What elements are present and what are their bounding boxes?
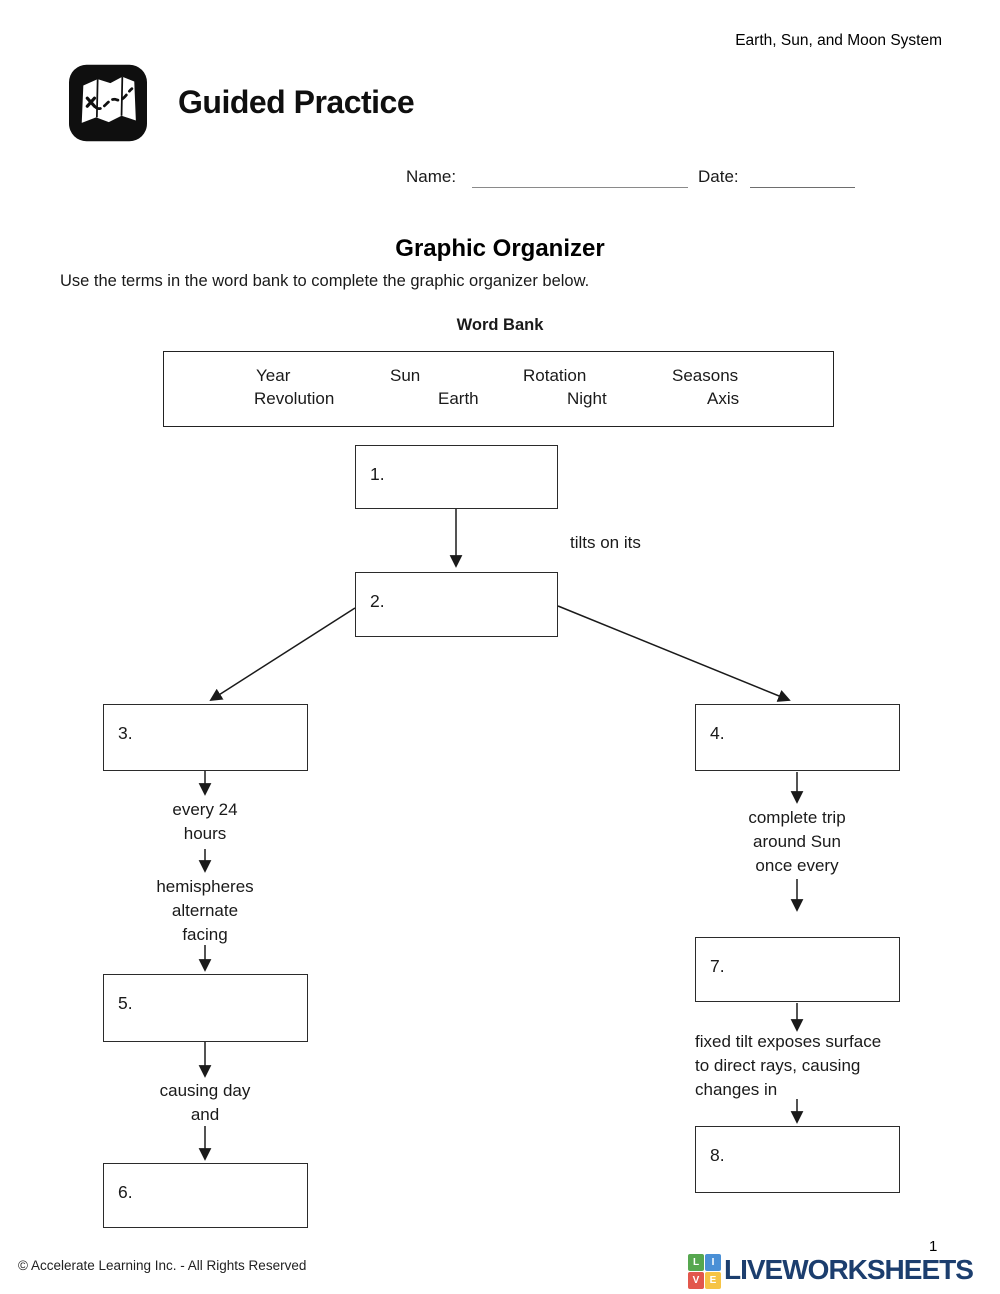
label-every-24-hours: every 24 hours xyxy=(172,800,238,843)
guided-practice-map-icon xyxy=(68,64,148,142)
box-number: 2. xyxy=(370,591,385,611)
practice-title: Guided Practice xyxy=(178,84,415,120)
box-number: 1. xyxy=(370,464,385,484)
answer-box-8[interactable]: 8. xyxy=(695,1126,900,1193)
liveworksheets-logo[interactable]: L I V E LIVEWORKSHEETS xyxy=(688,1251,974,1289)
box-number: 8. xyxy=(710,1145,725,1165)
label-hemispheres-alternate-facing: hemispheres alternate facing xyxy=(156,877,254,944)
instructions-text: Use the terms in the word bank to comple… xyxy=(60,272,590,290)
box-number: 6. xyxy=(118,1182,133,1202)
answer-box-4[interactable]: 4. xyxy=(695,704,900,771)
word-bank-box: Year Sun Rotation Seasons Revolution Ear… xyxy=(163,351,834,427)
liveworksheets-squares-icon: L I V E xyxy=(688,1254,721,1289)
word-bank-term-sun: Sun xyxy=(390,366,421,385)
box-number: 3. xyxy=(118,723,133,743)
word-bank-term-rotation: Rotation xyxy=(523,366,587,385)
word-bank-term-seasons: Seasons xyxy=(672,366,739,385)
word-bank-term-earth: Earth xyxy=(438,389,479,408)
unit-title: Earth, Sun, and Moon System xyxy=(735,32,942,49)
answer-box-3[interactable]: 3. xyxy=(103,704,308,771)
liveworksheets-wordmark: LIVEWORKSHEETS xyxy=(724,1254,974,1285)
word-bank-term-axis: Axis xyxy=(707,389,740,408)
copyright-text: © Accelerate Learning Inc. - All Rights … xyxy=(18,1258,307,1273)
label-complete-trip: complete trip around Sun once every xyxy=(748,808,846,875)
word-bank-title: Word Bank xyxy=(456,316,544,334)
box-number: 5. xyxy=(118,993,133,1013)
label-tilts-on-its: tilts on its xyxy=(570,533,641,552)
word-bank-term-revolution: Revolution xyxy=(254,389,335,408)
answer-box-5[interactable]: 5. xyxy=(103,974,308,1042)
answer-box-7[interactable]: 7. xyxy=(695,937,900,1002)
answer-box-1[interactable]: 1. xyxy=(355,445,558,509)
arrow-box2-box4 xyxy=(557,605,791,702)
date-input-line[interactable] xyxy=(750,167,855,188)
answer-box-6[interactable]: 6. xyxy=(103,1163,308,1228)
date-label: Date: xyxy=(698,167,739,186)
box-number: 4. xyxy=(710,723,725,743)
name-input-line[interactable] xyxy=(472,167,688,188)
answer-box-2[interactable]: 2. xyxy=(355,572,558,637)
name-label: Name: xyxy=(406,167,457,186)
label-causing-day-and: causing day and xyxy=(159,1081,251,1124)
label-fixed-tilt: fixed tilt exposes surface to direct ray… xyxy=(695,1032,882,1099)
box-number: 7. xyxy=(710,956,725,976)
page-number: 1 xyxy=(929,1238,938,1255)
word-bank-term-night: Night xyxy=(567,389,607,408)
arrow-box2-box3 xyxy=(209,607,356,702)
word-bank-term-year: Year xyxy=(256,366,291,385)
page-title: Graphic Organizer xyxy=(395,235,605,262)
